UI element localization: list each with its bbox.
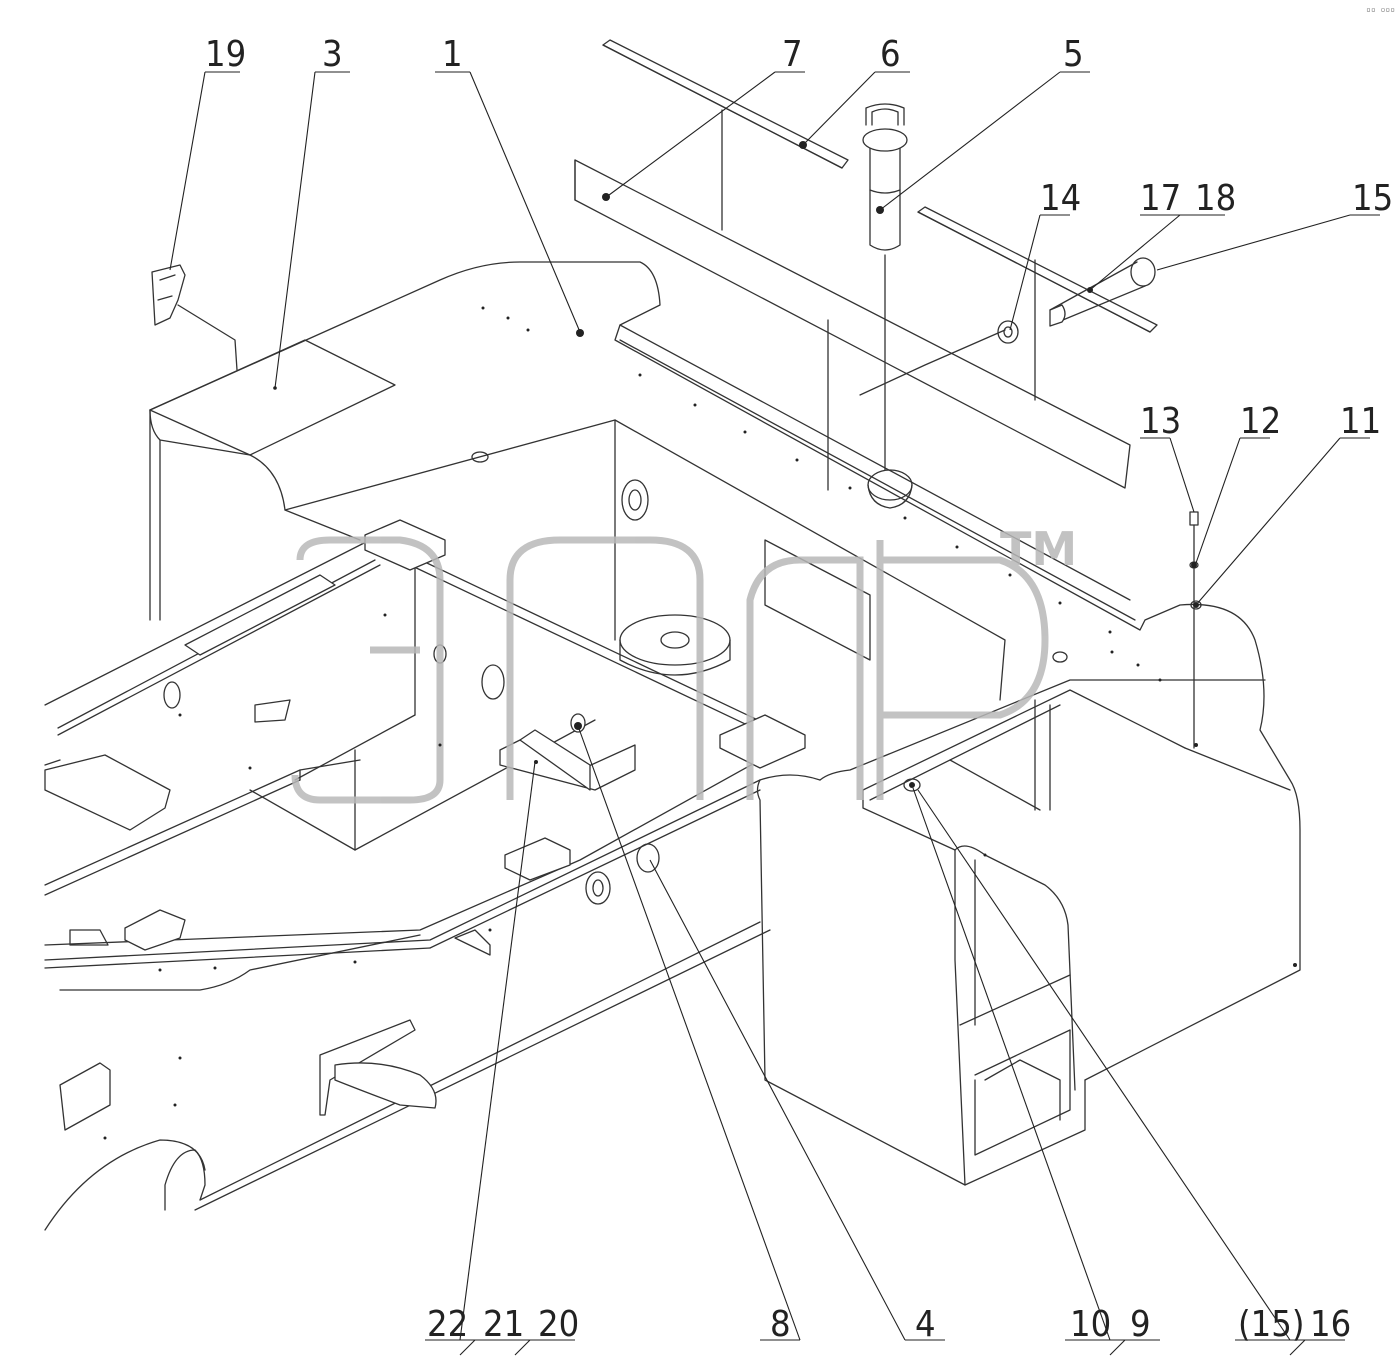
callout-8: 8 [770,1304,791,1345]
beam-fittings [44,519,806,1231]
callout-17: 17 [1140,178,1181,219]
callout-4: 4 [915,1304,936,1345]
holes [103,306,1297,1140]
callout-13: 13 [1140,401,1181,442]
callout-19: 19 [205,34,246,75]
callout-1: 1 [442,34,463,75]
callout-21: 21 [483,1304,524,1345]
callout-18: 18 [1195,178,1236,219]
callout-12: 12 [1240,401,1281,442]
main-frame [44,261,1301,1211]
callout-15-ref: (15) [1238,1304,1304,1345]
callout-3: 3 [322,34,343,75]
callout-22: 22 [427,1304,468,1345]
callout-11: 11 [1340,401,1381,442]
callout-10: 10 [1070,1304,1111,1345]
watermark-tm: TM [1000,522,1077,576]
callout-20: 20 [538,1304,579,1345]
leader-dots [273,141,1199,788]
callout-9: 9 [1130,1304,1151,1345]
upper-parts [151,39,1202,749]
callout-14: 14 [1040,178,1081,219]
callout-labels: 19 3 1 7 6 5 14 17 18 15 13 12 11 22 21 … [205,34,1393,1345]
callout-7: 7 [782,34,803,75]
callout-15: 15 [1352,178,1393,219]
callout-6: 6 [880,34,901,75]
callout-5: 5 [1063,34,1084,75]
leader-lines [169,71,1380,1356]
corner-mark: ▫▫ ▫▫▫ [1366,5,1395,14]
watermark-logo: TM [291,522,1077,804]
callout-16: 16 [1310,1304,1351,1345]
